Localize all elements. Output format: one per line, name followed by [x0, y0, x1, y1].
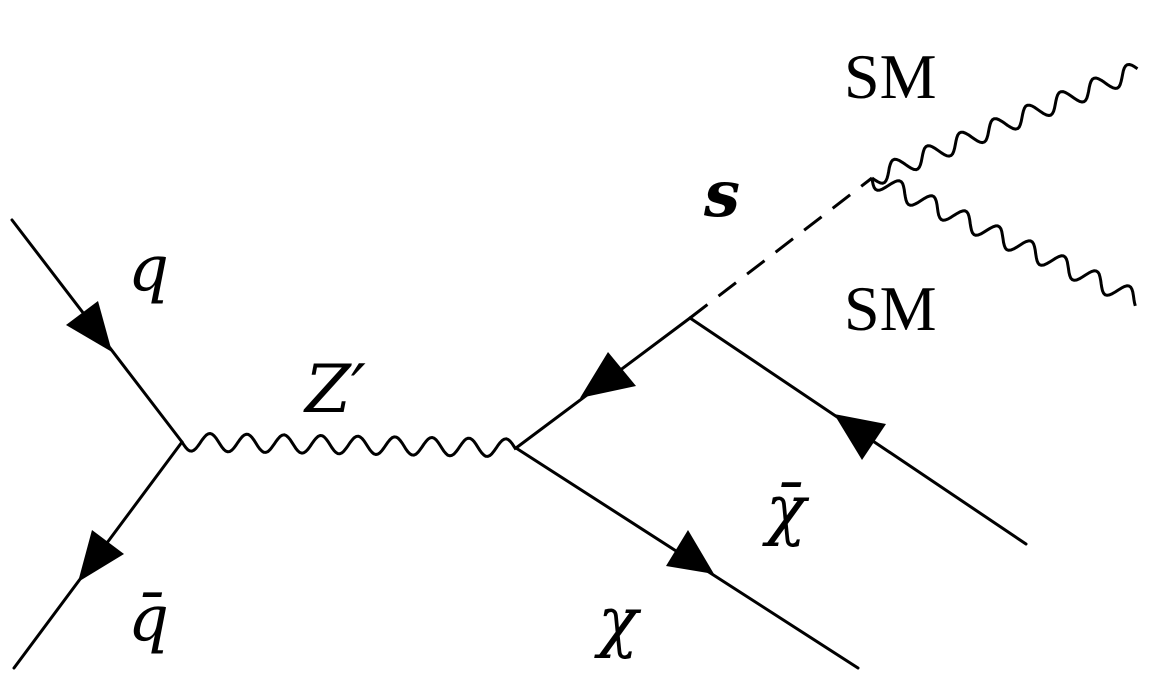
zprime-propagator — [180, 432, 518, 458]
quark-arrow — [66, 301, 112, 352]
internal-fermion-arrow — [580, 352, 636, 398]
scalar-s-line — [689, 176, 873, 320]
sm-top-boson — [871, 63, 1139, 185]
label-q: q — [128, 232, 169, 306]
label-qbar: q̄ — [128, 582, 169, 656]
sm-bottom-boson — [870, 177, 1137, 307]
label-chibar: χ̄ — [762, 471, 810, 548]
label-zprime: Z′ — [303, 351, 366, 428]
antiquark-arrow — [78, 530, 124, 582]
chibar-arrow — [834, 414, 886, 460]
label-s: s — [703, 157, 740, 232]
chi-arrow — [666, 530, 714, 574]
label-chi: χ — [594, 583, 642, 660]
label-sm-top: SM — [844, 41, 937, 112]
label-sm-bottom: SM — [844, 273, 937, 344]
